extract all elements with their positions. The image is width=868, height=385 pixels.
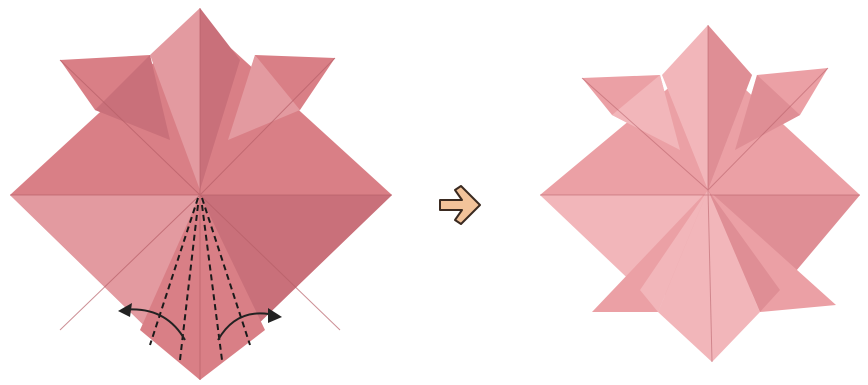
step-before-model (10, 8, 392, 380)
transition-arrow-shape (440, 186, 480, 224)
fold-arrow-right-head (268, 308, 282, 323)
right-arrow-icon (440, 186, 480, 224)
step-after-model (540, 25, 860, 362)
